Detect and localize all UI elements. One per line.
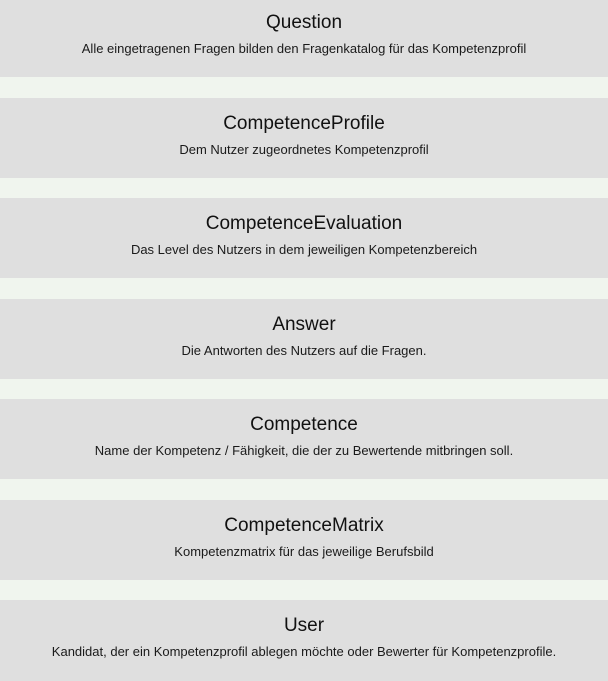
entity-title: CompetenceEvaluation [205, 213, 403, 234]
entity-description: Alle eingetragenen Fragen bilden den Fra… [81, 41, 527, 56]
entity-title: Question [265, 12, 343, 33]
entity-description: Die Antworten des Nutzers auf die Fragen… [181, 343, 427, 358]
entity-title: Competence [250, 414, 358, 435]
entity-description: Name der Kompetenz / Fähigkeit, die der … [94, 443, 514, 458]
entity-title: CompetenceMatrix [224, 515, 384, 536]
entity-title: Answer [272, 314, 336, 335]
entity-description: Kandidat, der ein Kompetenzprofil ablege… [51, 644, 557, 659]
entity-competence: Competence Name der Kompetenz / Fähigkei… [0, 399, 608, 479]
entity-competence-evaluation: CompetenceEvaluation Das Level des Nutze… [0, 198, 608, 278]
entity-competence-profile: CompetenceProfile Dem Nutzer zugeordnete… [0, 98, 608, 178]
entity-title: CompetenceProfile [223, 113, 385, 134]
entity-description: Dem Nutzer zugeordnetes Kompetenzprofil [179, 142, 429, 157]
entity-question: Question Alle eingetragenen Fragen bilde… [0, 0, 608, 77]
entity-competence-matrix: CompetenceMatrix Kompetenzmatrix für das… [0, 500, 608, 580]
entity-description: Kompetenzmatrix für das jeweilige Berufs… [174, 544, 434, 559]
entity-title: User [283, 615, 325, 636]
entity-answer: Answer Die Antworten des Nutzers auf die… [0, 299, 608, 379]
entity-description: Das Level des Nutzers in dem jeweiligen … [130, 242, 478, 257]
entity-user: User Kandidat, der ein Kompetenzprofil a… [0, 600, 608, 681]
